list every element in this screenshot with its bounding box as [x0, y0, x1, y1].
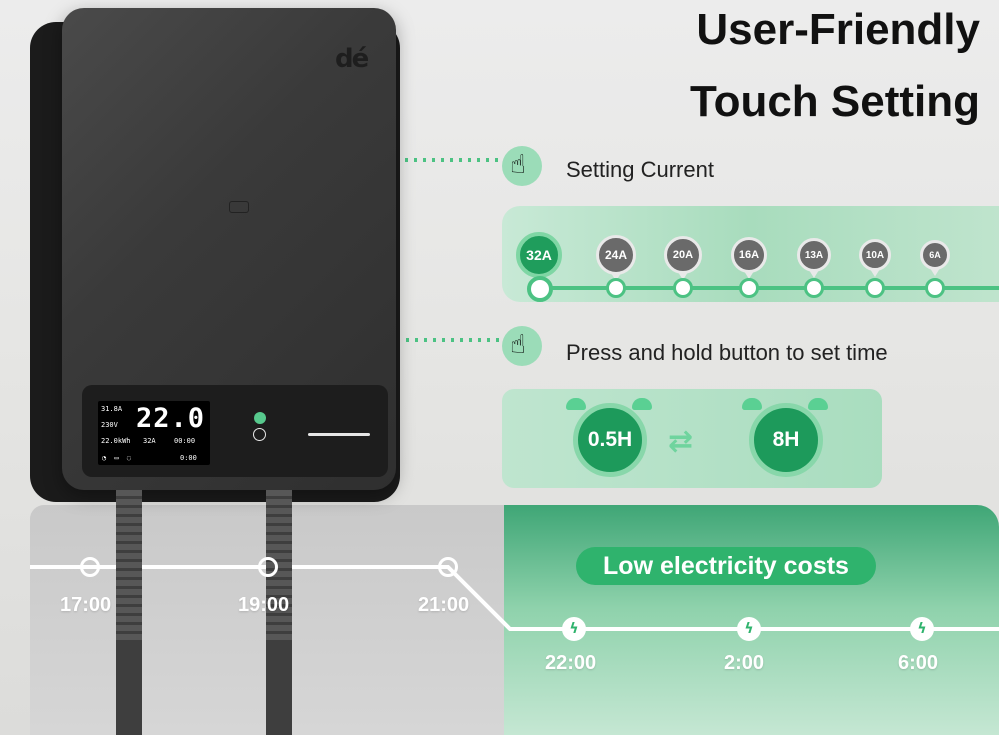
lcd-current: 31.8A [101, 405, 123, 413]
lightning-bolt-icon: ϟ [737, 617, 761, 641]
sensor-window [229, 201, 249, 213]
cable-left [116, 640, 142, 735]
lightning-bolt-icon: ϟ [562, 617, 586, 641]
alarm-bell-icon [742, 398, 762, 410]
headline-line2: Touch Setting [689, 77, 980, 126]
time-label: 2:00 [724, 652, 765, 674]
slider-stop[interactable] [925, 278, 945, 298]
timeline-node [80, 557, 100, 577]
current-option-label: 16A [738, 249, 760, 261]
current-option-label: 6A [929, 250, 941, 260]
lcd-energy: 22.0kWh [101, 437, 131, 445]
slider-stop[interactable] [865, 278, 885, 298]
time-label: 17:00 [60, 594, 112, 616]
low-cost-badge: Low electricity costs [576, 547, 876, 585]
current-option-label: 32A [526, 247, 552, 263]
headline: User-Friendly Touch Setting [600, 6, 980, 126]
alarm-bell-icon [808, 398, 828, 410]
slider-stop[interactable] [804, 278, 824, 298]
lcd-timer-small: 00:00 [174, 437, 196, 445]
light-strip [308, 433, 370, 436]
timeline-node [438, 557, 458, 577]
current-option-13a[interactable]: 13A [797, 238, 831, 272]
pin-tail [678, 272, 688, 280]
brand-logo: dé [335, 44, 369, 74]
timer-label: Press and hold button to set time [566, 340, 888, 365]
lightning-bolt-icon: ϟ [910, 617, 934, 641]
pin-tail [930, 268, 940, 276]
press-hand-icon: ☝ [502, 326, 542, 366]
time-label: 21:00 [418, 594, 470, 616]
slider-stop[interactable] [739, 278, 759, 298]
lcd-set-current: 32A [143, 437, 156, 445]
current-option-label: 13A [804, 249, 824, 261]
current-slider-track [540, 286, 999, 290]
lcd-timer-main: 0:00 [180, 454, 197, 462]
time-label: 19:00 [238, 594, 290, 616]
time-label: 6:00 [898, 652, 939, 674]
swap-arrows-icon: ⇄ [668, 424, 694, 459]
alarm-bell-icon [632, 398, 652, 410]
lcd-display: 31.8A 230V 22.0kWh 22.0 32A 00:00 ◔ ▭ ◌ … [98, 401, 210, 465]
current-option-16a[interactable]: 16A [731, 237, 767, 273]
alarm-bell-icon [566, 398, 586, 410]
setting-current-label: Setting Current [566, 157, 714, 182]
touch-button[interactable] [253, 428, 266, 441]
timeline-node [258, 557, 278, 577]
current-option-label: 24A [604, 248, 627, 262]
time-label: 22:00 [545, 652, 597, 674]
current-option-label: 10A [865, 249, 885, 261]
current-option-24a[interactable]: 24A [596, 235, 636, 275]
lcd-power-value: 22.0 [136, 403, 206, 434]
pin-tail [611, 273, 621, 281]
tap-hand-icon: ☝ [502, 146, 542, 186]
headline-line1: User-Friendly [696, 5, 980, 54]
current-option-32a[interactable]: 32A [516, 232, 562, 278]
touch-button-indicator[interactable] [254, 412, 266, 424]
cable-left-sleeve [116, 490, 142, 640]
pin-tail [870, 269, 880, 277]
lcd-status-icons: ◔ ▭ ◌ [102, 454, 134, 462]
current-option-20a[interactable]: 20A [664, 236, 702, 274]
timer-min-clock: 0.5H [573, 403, 647, 477]
current-option-label: 20A [672, 249, 694, 261]
cable-right [266, 640, 292, 735]
slider-stop[interactable] [606, 278, 626, 298]
timer-max-clock: 8H [749, 403, 823, 477]
pin-tail [744, 271, 754, 279]
slider-stop[interactable] [673, 278, 693, 298]
slider-stop[interactable] [527, 276, 553, 302]
pin-tail [809, 270, 819, 278]
lcd-voltage: 230V [101, 421, 118, 429]
current-option-6a[interactable]: 6A [920, 240, 950, 270]
current-option-10a[interactable]: 10A [859, 239, 891, 271]
